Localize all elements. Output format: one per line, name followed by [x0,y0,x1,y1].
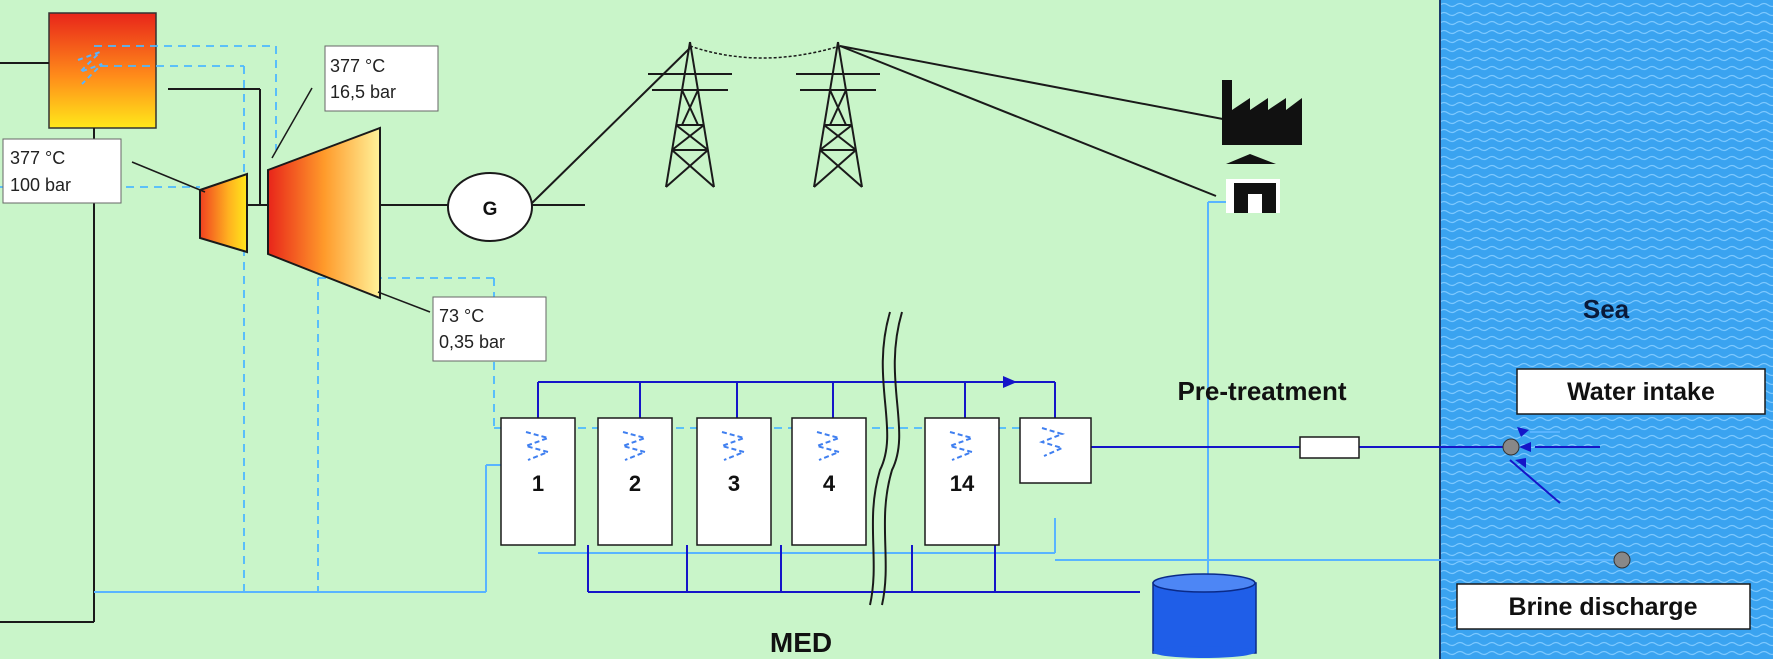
boiler-piping [0,62,585,623]
callout-lp-inlet: 377 °C 16,5 bar [271,45,439,159]
boiler-icon [48,12,157,129]
light-blue-pipes [94,201,1622,593]
med-effect: 14 [924,417,1000,546]
med-effect: 3 [696,417,772,546]
generator-label: G [483,199,498,220]
med-effect: 2 [597,417,673,546]
med-effect-number: 1 [532,471,544,496]
water-intake-callout: Water intake [1516,368,1766,415]
hp-turbine-icon [199,172,248,254]
factory-icon [1222,80,1302,145]
house-icon [1226,154,1280,213]
dark-blue-pipes [537,381,1600,593]
pretreatment-filter-icon [1299,436,1360,459]
storage-tank-icon [1152,573,1257,658]
intake-point [1502,438,1520,456]
lp-inlet-temp: 377 °C [330,56,385,76]
transmission-tower-icon [648,41,732,188]
hp-inlet-temp: 377 °C [10,148,65,168]
flow-arrow-icon [1519,442,1531,452]
lp-inlet-pressure: 16,5 bar [330,82,396,102]
sea-area: Sea [1439,0,1773,659]
flow-arrow-icon [1517,427,1529,437]
med-effect-number: 3 [728,471,740,496]
transmission-tower-icon [796,41,880,188]
sea-label: Sea [1583,294,1630,324]
brine-discharge-label: Brine discharge [1509,593,1698,621]
med-effect-number: 14 [950,471,975,496]
lp-outlet-temp: 73 °C [439,306,484,326]
generator-icon: G [447,172,533,242]
med-label: MED [770,627,832,658]
lp-turbine-icon [267,126,381,300]
condenser-icon [1019,417,1092,484]
flow-arrow-icon [1515,458,1526,468]
callout-lp-outlet: 73 °C 0,35 bar [377,291,547,362]
flow-arrow-icon [1003,376,1017,388]
break-symbol [869,311,903,606]
water-intake-label: Water intake [1567,378,1715,406]
med-effect-number: 4 [823,471,836,496]
lp-outlet-pressure: 0,35 bar [439,332,505,352]
brine-discharge-callout: Brine discharge [1456,583,1751,630]
med-effect: 1 [500,417,576,546]
hp-inlet-pressure: 100 bar [10,175,71,195]
pretreatment-label: Pre-treatment [1177,376,1346,406]
brine-point [1613,551,1631,569]
power-lines [531,45,1229,204]
callout-hp-inlet: 377 °C 100 bar [2,138,206,204]
med-effect: 4 [791,417,867,546]
med-effect-number: 2 [629,471,641,496]
